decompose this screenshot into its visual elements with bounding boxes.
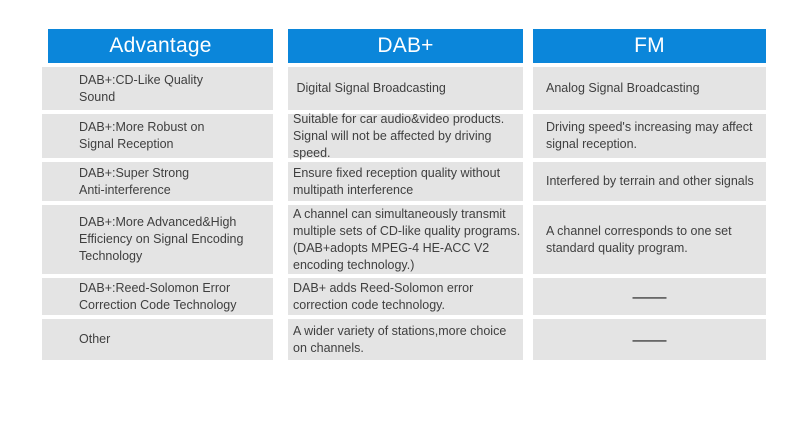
cell-text: DAB+:Super Strong Anti-interference: [79, 165, 190, 197]
advantage-cell-other: Other: [42, 319, 273, 360]
cell-text: A wider variety of stations,more choice …: [293, 323, 507, 355]
advantage-cell-cd-quality: DAB+:CD-Like Quality Sound: [42, 67, 273, 110]
cell-text: DAB+:More Robust on Signal Reception: [79, 120, 205, 151]
fm-cell-terrain-interference: Interfered by terrain and other signals: [533, 162, 766, 201]
cell-text: Analog Signal Broadcasting: [546, 81, 700, 95]
dab-cell-digital-broadcasting: Digital Signal Broadcasting: [288, 67, 523, 110]
advantage-cell-robust-reception: DAB+:More Robust on Signal Reception: [42, 114, 273, 158]
comparison-table: Advantage DAB+:CD-Like Quality Sound DAB…: [42, 29, 766, 360]
dab-cell-station-variety: A wider variety of stations,more choice …: [288, 319, 523, 360]
column-header-label: Advantage: [109, 34, 212, 57]
column-header-label: DAB+: [377, 34, 434, 57]
column-header-label: FM: [634, 34, 665, 57]
column-fm: FM Analog Signal Broadcasting Driving sp…: [533, 29, 766, 360]
advantage-cell-encoding-technology: DAB+:More Advanced&High Efficiency on Si…: [42, 205, 273, 274]
dab-cell-reed-solomon: DAB+ adds Reed-Solomon error correction …: [288, 278, 523, 315]
fm-cell-dash-placeholder: ——: [533, 278, 766, 315]
cell-text: DAB+ adds Reed-Solomon error correction …: [293, 280, 474, 312]
cell-text: DAB+:CD-Like Quality Sound: [79, 72, 203, 104]
cell-text: A channel can simultaneously transmit mu…: [293, 206, 521, 272]
dab-cell-driving-speed: Suitable for car audio&video products. S…: [288, 112, 523, 160]
column-header-dab: DAB+: [288, 29, 523, 63]
cell-text: DAB+:Reed-Solomon Error Correction Code …: [79, 280, 237, 312]
advantage-cell-reed-solomon: DAB+:Reed-Solomon Error Correction Code …: [42, 278, 273, 315]
cell-text: Ensure fixed reception quality without m…: [293, 165, 501, 197]
dab-cell-channel-programs: A channel can simultaneously transmit mu…: [288, 205, 523, 274]
dash-line: ——: [632, 330, 667, 349]
cell-text: A channel corresponds to one set standar…: [546, 223, 732, 255]
fm-cell-analog-broadcasting: Analog Signal Broadcasting: [533, 67, 766, 110]
column-advantage: Advantage DAB+:CD-Like Quality Sound DAB…: [42, 29, 273, 360]
fm-cell-dash-placeholder: ——: [533, 319, 766, 360]
cell-text: Digital Signal Broadcasting: [293, 81, 446, 95]
advantage-cell-anti-interference: DAB+:Super Strong Anti-interference: [42, 162, 273, 201]
column-header-fm: FM: [533, 29, 766, 63]
cell-text: Suitable for car audio&video products. S…: [293, 111, 505, 160]
column-header-advantage: Advantage: [48, 29, 273, 63]
fm-cell-standard-quality: A channel corresponds to one set standar…: [533, 205, 766, 274]
cell-text: Other: [79, 332, 111, 346]
column-dab: DAB+ Digital Signal Broadcasting Suitabl…: [288, 29, 523, 360]
fm-cell-driving-speed: Driving speed's increasing may affect si…: [533, 114, 766, 158]
dab-cell-multipath: Ensure fixed reception quality without m…: [288, 162, 523, 201]
cell-text: DAB+:More Advanced&High Efficiency on Si…: [79, 215, 244, 263]
cell-text: Interfered by terrain and other signals: [546, 174, 754, 188]
dash-line: ——: [632, 287, 667, 306]
cell-text: Driving speed's increasing may affect si…: [546, 120, 753, 151]
